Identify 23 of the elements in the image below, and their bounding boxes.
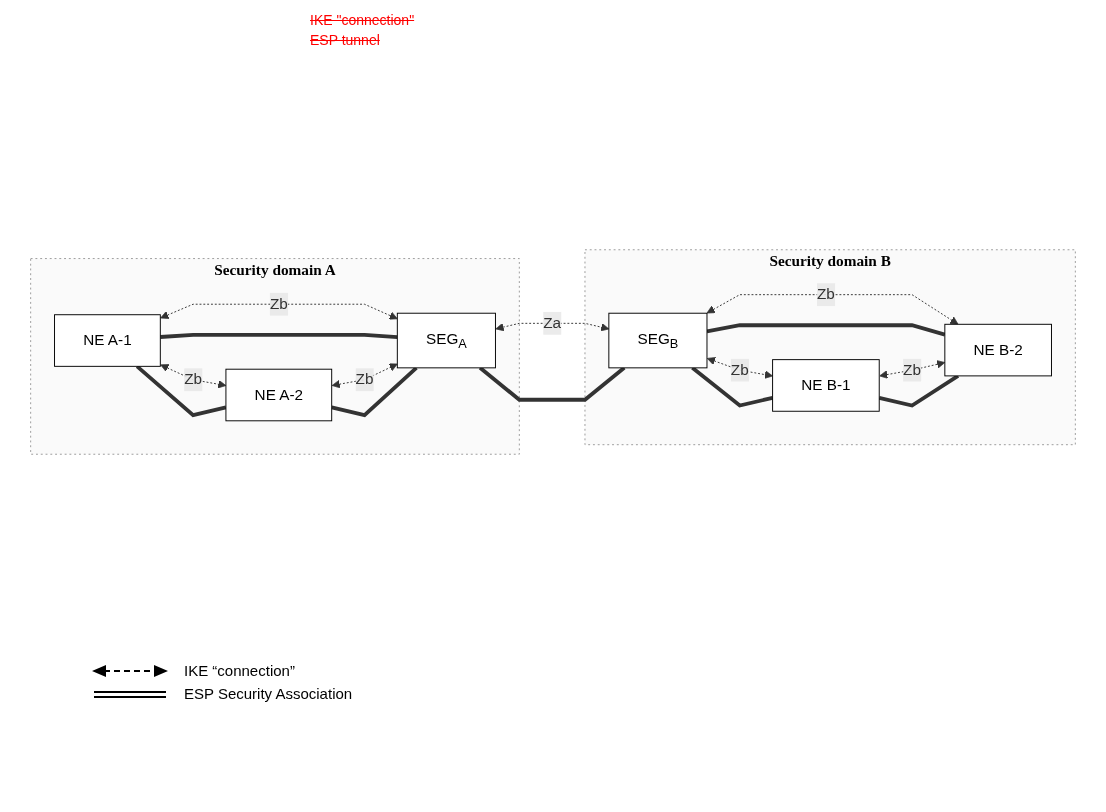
node-box: NE B-1	[772, 359, 880, 412]
node-box: SEG$_{A}$	[396, 312, 496, 369]
edge-label: Zb	[903, 361, 921, 378]
legend-text: ESP Security Association	[184, 685, 353, 702]
edge-label: Za	[543, 314, 562, 331]
connector	[331, 366, 418, 418]
node-box: NE A-2	[225, 368, 333, 422]
connector	[706, 323, 946, 337]
edge-label: Zb	[730, 361, 749, 378]
edge-label: Zb	[355, 371, 374, 388]
connector	[160, 332, 398, 339]
node-box: NE B-2	[944, 323, 1052, 377]
deleted-note: ESP tunnel	[310, 32, 381, 48]
legend-text: IKE “connection”	[184, 662, 295, 679]
edge-label: Zb	[269, 295, 288, 312]
connector	[691, 366, 774, 408]
connector	[878, 374, 960, 408]
deleted-note: IKE "connection"	[310, 12, 416, 28]
edge-label: Zb	[816, 286, 835, 303]
node-box: NE A-1	[54, 314, 161, 367]
connector	[478, 366, 626, 402]
node-box: SEG$_{B}$	[608, 312, 708, 369]
edge-label: Zb	[184, 371, 203, 388]
